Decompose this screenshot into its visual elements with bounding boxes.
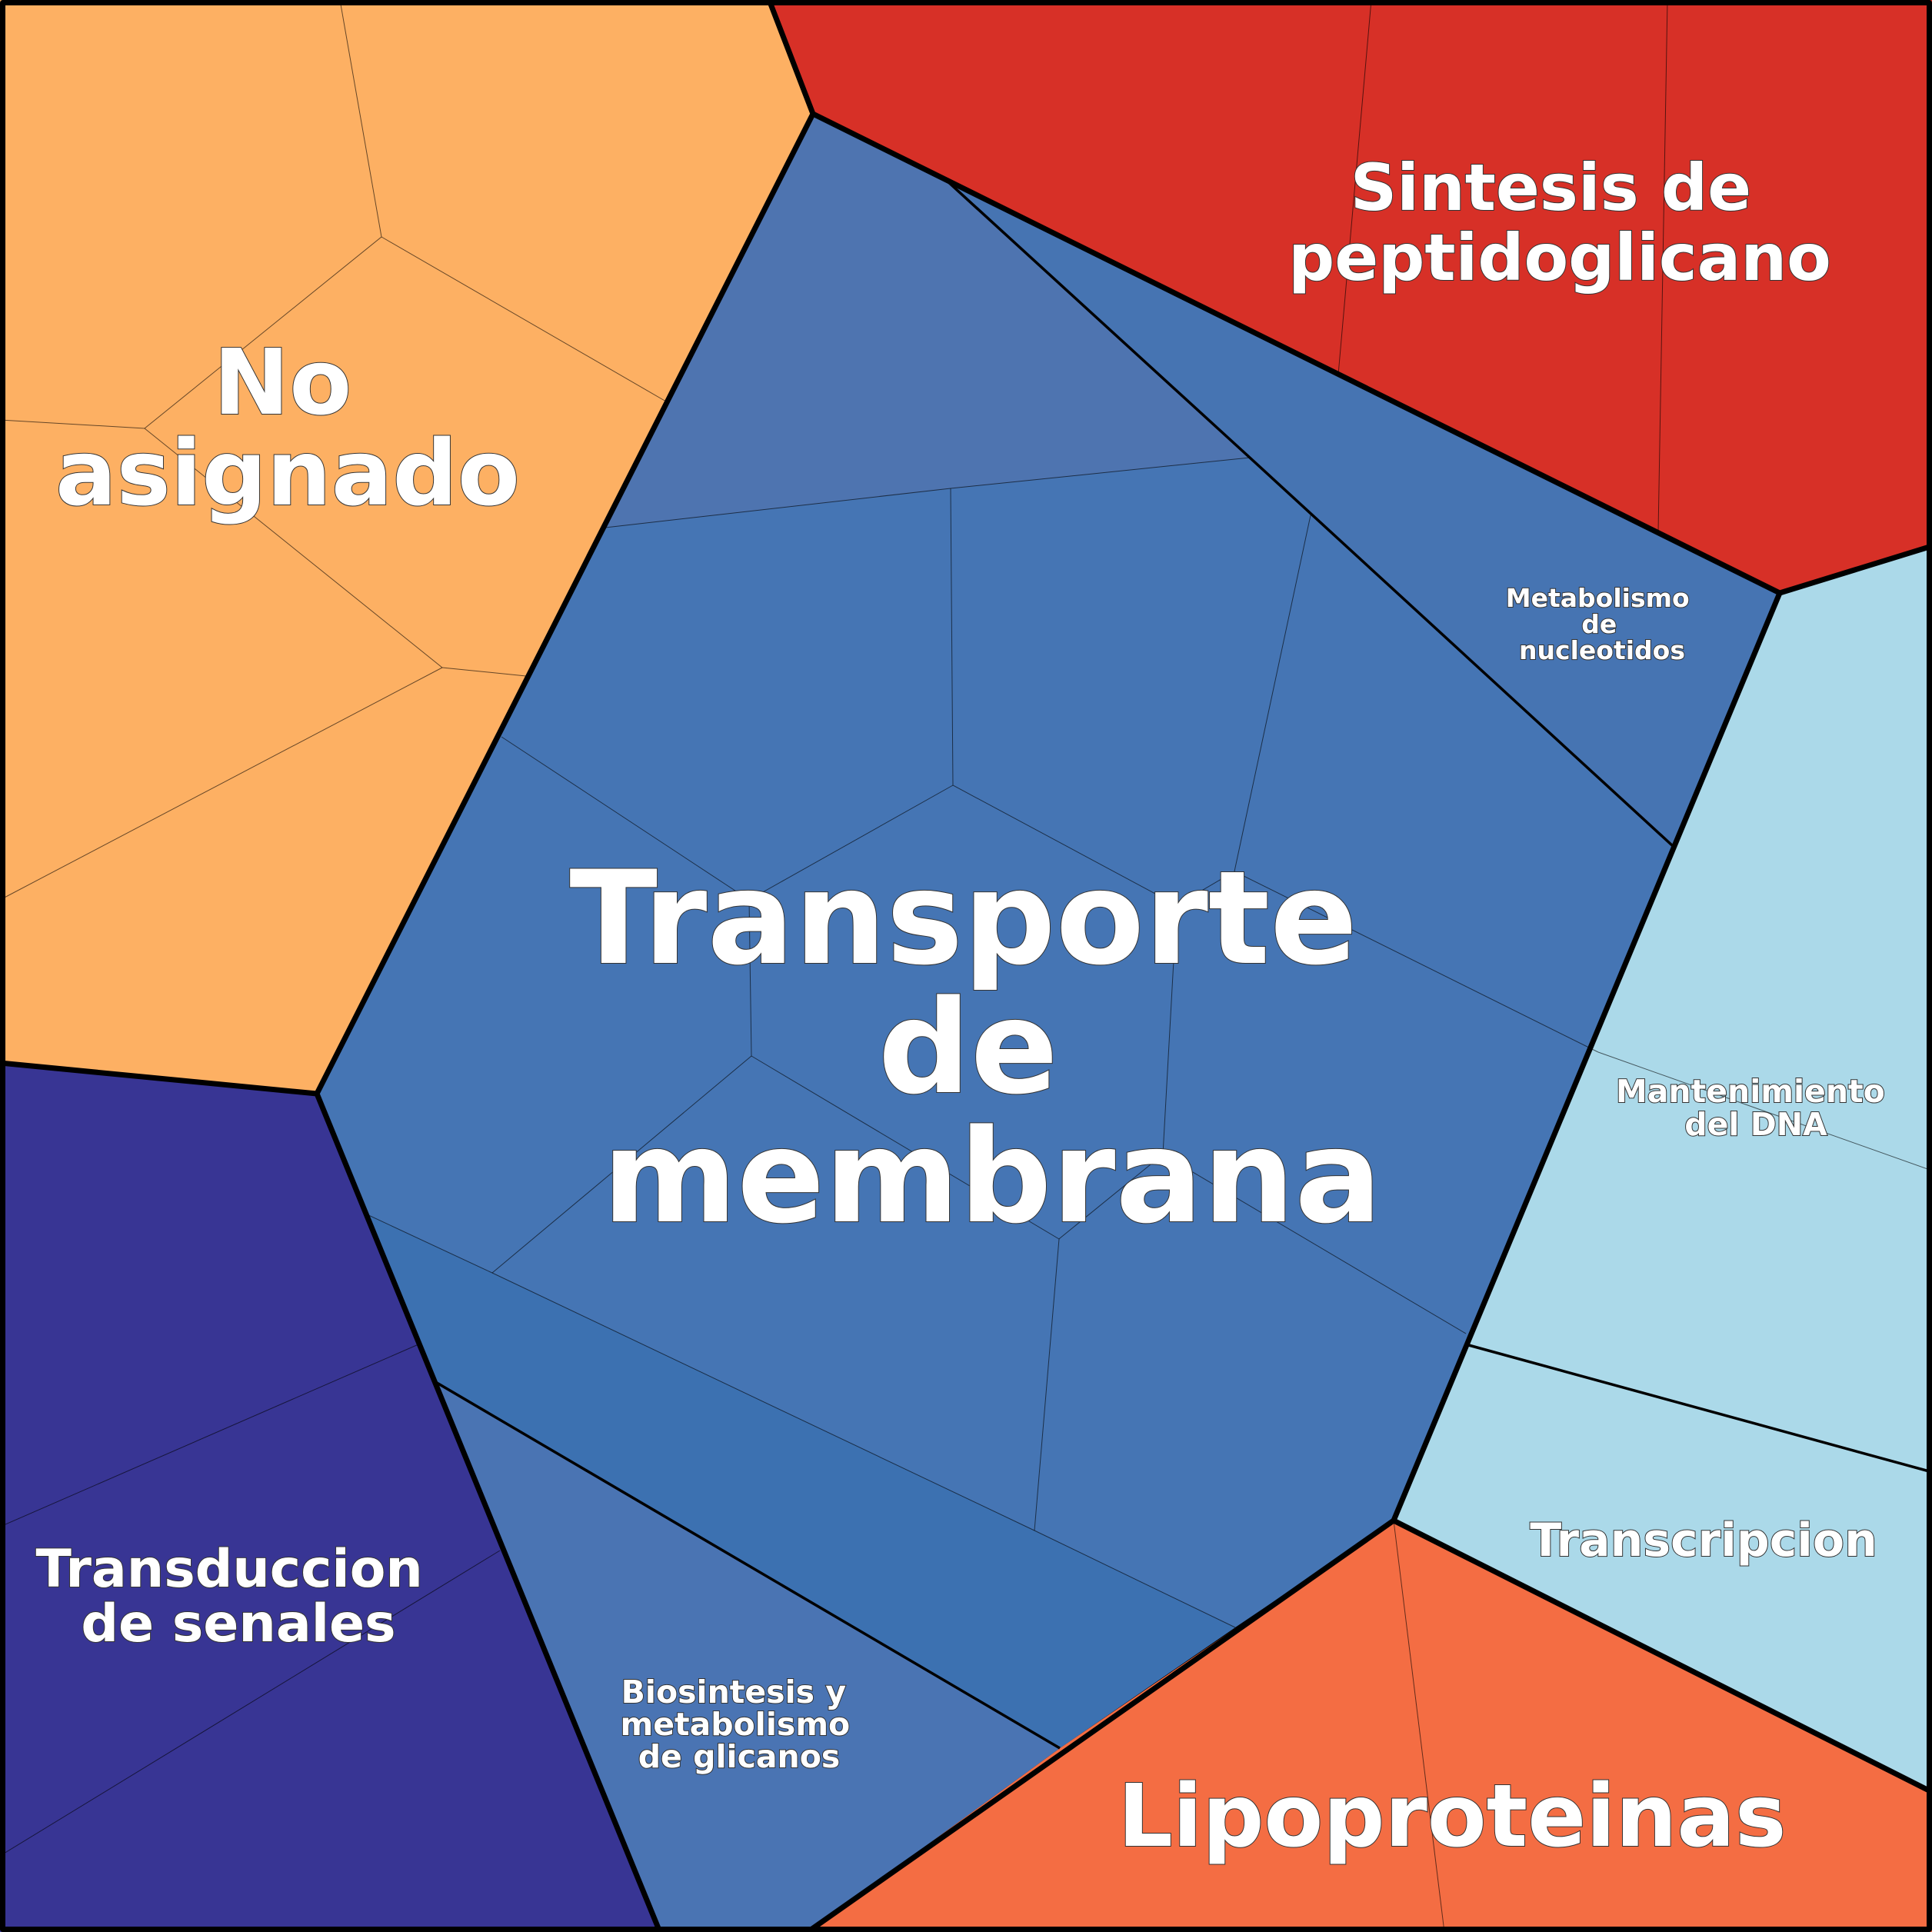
region-sintesis-de-peptidoglicano[interactable] (769, 0, 1932, 593)
label-transcripcion: Transcripcion (1530, 1514, 1877, 1567)
region-no-asignado[interactable] (0, 0, 813, 1094)
region-transporte-de-membrana[interactable] (317, 114, 1673, 1748)
region-metabolismo-de-nucleotidos[interactable] (946, 180, 1780, 846)
label-sintesis: Sintesis de peptidoglicano (1288, 150, 1831, 295)
region-lipoproteinas[interactable] (808, 1521, 1932, 1932)
subregion-transporte-top (605, 114, 1250, 528)
label-transduccion: Transduccion de senales (35, 1539, 441, 1654)
region-mantenimiento-del-dna[interactable] (1394, 546, 1932, 1792)
label-no-asignado: No asignado (55, 329, 520, 526)
region-labels: No asignado Sintesis de peptidoglicano T… (35, 149, 1896, 1867)
region-transduccion-de-senales[interactable] (0, 1063, 660, 1932)
subregion-transporte-bottom (365, 1214, 1235, 1748)
label-metabolismo: Metabolismo de nucleotidos (1506, 583, 1698, 665)
internal-mid-lines (432, 178, 1932, 1750)
label-mantenimiento: Mantenimiento del DNA (1616, 1073, 1896, 1143)
label-transporte: Transporte de membrana (569, 843, 1402, 1252)
region-biosintesis-y-metabolismo-de-glicanos[interactable] (433, 1381, 1060, 1932)
label-lipoproteinas: Lipoproteinas (1118, 1767, 1786, 1867)
label-biosintesis: Biosintesis y metabolismo de glicanos (621, 1674, 861, 1775)
